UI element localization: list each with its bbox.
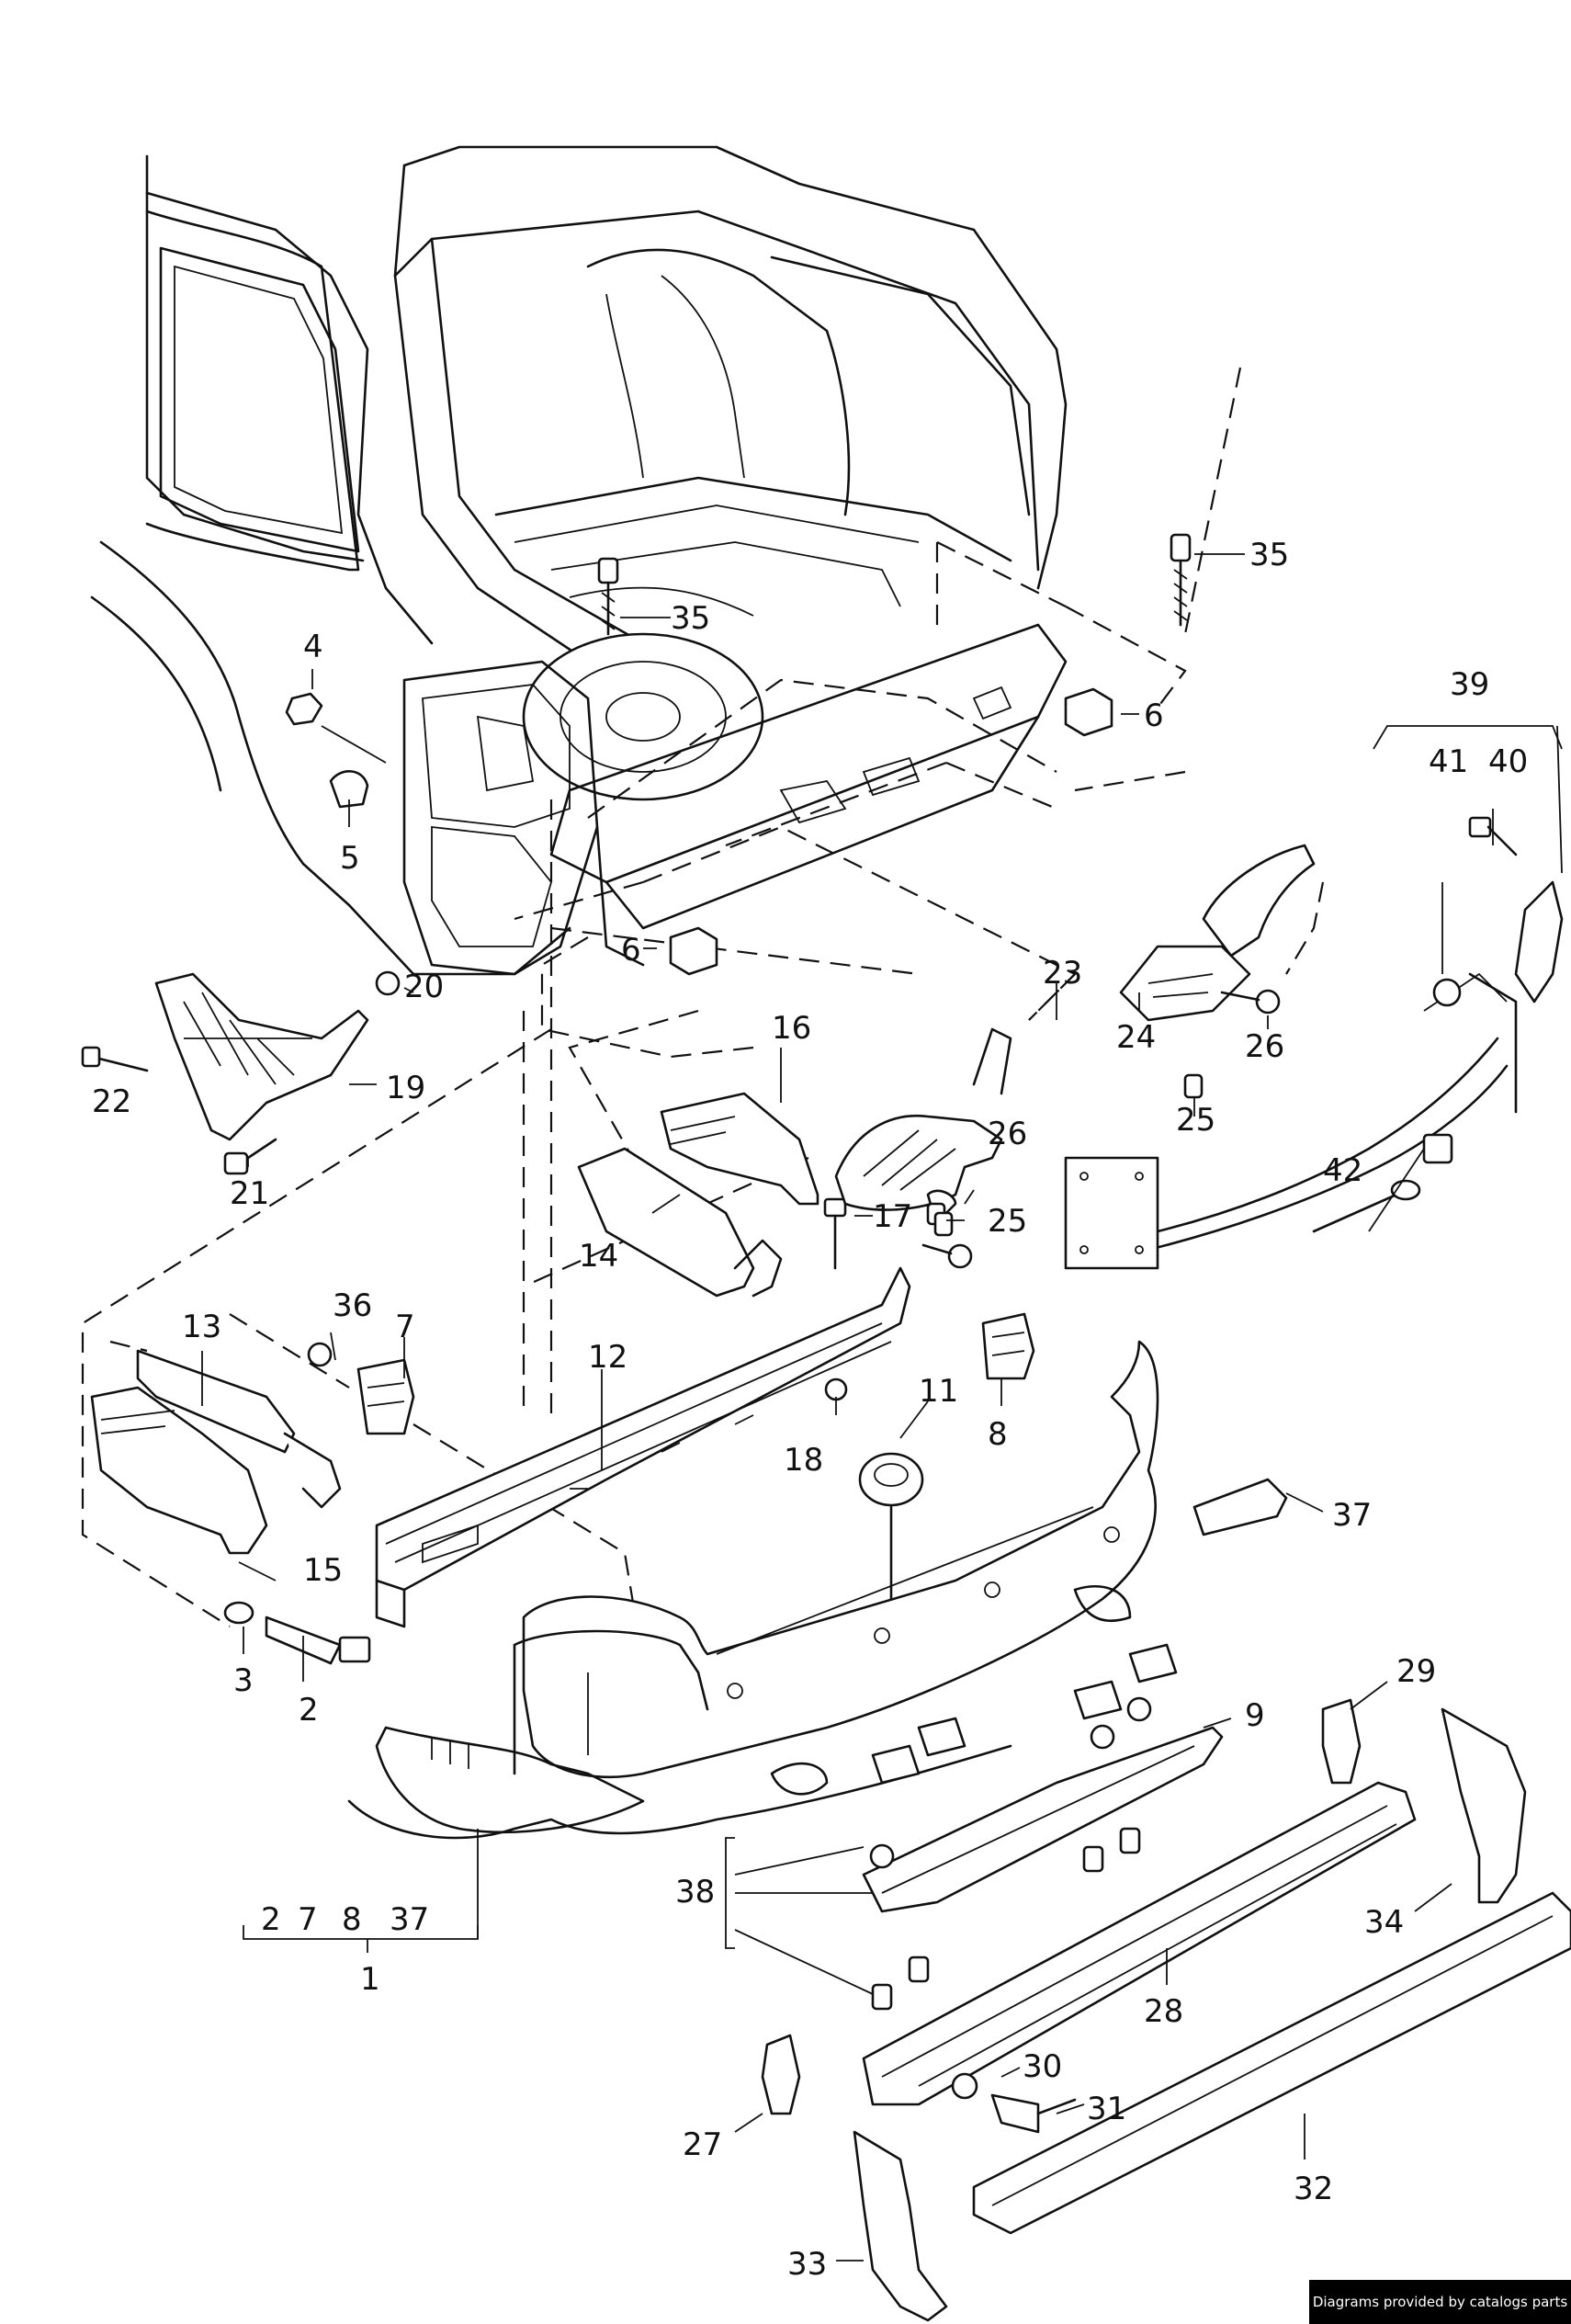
label-p3: 3 (233, 1662, 254, 1699)
label-p11: 11 (919, 1373, 958, 1410)
label-p2b: 2 (261, 1901, 281, 1938)
vehicle-body (90, 145, 1068, 976)
label-p28: 28 (1144, 1993, 1183, 2030)
label-p26a: 26 (1245, 1028, 1284, 1065)
label-p42: 42 (1323, 1152, 1362, 1189)
credit-badge: Diagrams provided by catalogs parts (1309, 2280, 1571, 2324)
label-p23: 23 (1043, 955, 1082, 992)
label-p32: 32 (1294, 2171, 1333, 2207)
label-p41: 41 (1429, 743, 1468, 780)
label-p33: 33 (787, 2246, 827, 2283)
label-p7b: 7 (298, 1901, 318, 1938)
label-p35a: 35 (1249, 537, 1289, 573)
label-p6a: 6 (1144, 697, 1164, 734)
bumper-carrier (375, 1266, 911, 1628)
label-p6b: 6 (621, 932, 641, 969)
label-p30: 30 (1023, 2048, 1062, 2085)
label-p14: 14 (579, 1238, 618, 1275)
label-p40: 40 (1488, 743, 1528, 780)
label-p18: 18 (784, 1442, 823, 1479)
label-p27: 27 (683, 2126, 722, 2163)
label-p31: 31 (1087, 2091, 1126, 2127)
label-p17: 17 (873, 1198, 912, 1235)
label-p8a: 8 (988, 1416, 1008, 1453)
label-p16: 16 (772, 1010, 811, 1047)
label-p13: 13 (182, 1309, 221, 1345)
label-p19: 19 (386, 1070, 425, 1106)
label-p37a: 37 (1332, 1497, 1372, 1534)
label-p4: 4 (303, 629, 323, 665)
label-p9: 9 (1245, 1697, 1265, 1734)
label-p15: 15 (303, 1552, 343, 1589)
label-p2a: 2 (299, 1692, 319, 1729)
part-number-labels: 35 35 6 6 4 5 39 41 40 20 19 22 21 16 23… (92, 537, 1528, 2283)
label-p1: 1 (360, 1961, 380, 1998)
label-p21: 21 (230, 1175, 269, 1212)
label-p38: 38 (675, 1874, 715, 1910)
bumper-cover (347, 1340, 1159, 1840)
label-p37b: 37 (390, 1901, 429, 1938)
label-p36: 36 (333, 1287, 372, 1324)
label-p20: 20 (404, 969, 444, 1005)
label-p22: 22 (92, 1083, 131, 1120)
label-p35b: 35 (671, 600, 710, 637)
small-parts (81, 533, 1571, 2322)
label-p39: 39 (1450, 666, 1489, 703)
label-p25a: 25 (1176, 1102, 1215, 1139)
label-p25b: 25 (988, 1203, 1027, 1240)
label-p12: 12 (588, 1339, 627, 1376)
label-p5: 5 (340, 840, 360, 877)
label-p8b: 8 (342, 1901, 362, 1938)
label-p34: 34 (1364, 1904, 1404, 1941)
label-p24: 24 (1116, 1019, 1156, 1056)
leader-lines (201, 553, 1563, 2262)
label-p7a: 7 (395, 1309, 415, 1345)
label-p29: 29 (1396, 1653, 1436, 1690)
label-p26b: 26 (988, 1116, 1027, 1152)
